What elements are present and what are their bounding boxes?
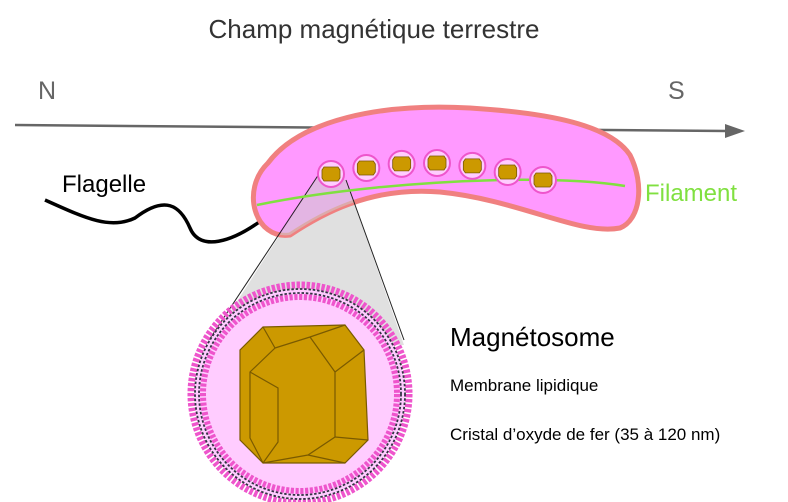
magnetosome — [317, 160, 345, 188]
magnetosome — [352, 154, 381, 182]
filament-label: Filament — [645, 180, 738, 207]
flagellum-label: Flagelle — [62, 171, 147, 198]
membrane-label: Membrane lipidique — [450, 376, 599, 395]
iron-oxide-crystal — [239, 324, 369, 464]
north-label: N — [38, 77, 57, 105]
magnetosome-chain — [317, 149, 557, 194]
magnetosome — [458, 151, 487, 180]
south-label: S — [668, 77, 685, 105]
membrane-outer-heads — [187, 281, 413, 502]
magnetosome — [387, 149, 416, 178]
magnetosome — [423, 149, 451, 177]
flagellum — [44, 198, 264, 244]
crystal-label: Cristal d’oxyde de fer (35 à 120 nm) — [450, 425, 721, 444]
membrane-inner-heads — [200, 294, 400, 494]
magnetosome — [529, 166, 557, 194]
magnetosome-title: Magnétosome — [450, 322, 615, 352]
enlarged-magnetosome — [187, 281, 413, 502]
filament — [256, 178, 626, 207]
diagram-title: Champ magnétique terrestre — [208, 14, 540, 44]
magnetosome — [493, 158, 522, 186]
